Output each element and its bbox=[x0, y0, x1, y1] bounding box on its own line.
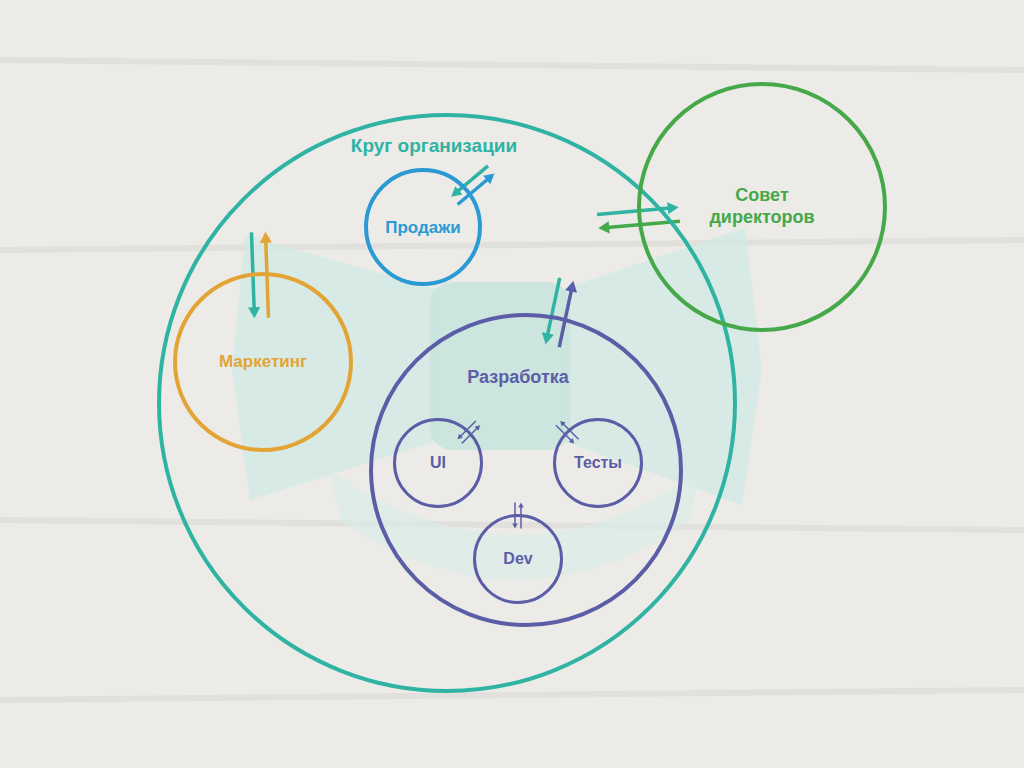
circle-label: Круг организации bbox=[351, 135, 517, 158]
arrow-shaft bbox=[514, 503, 516, 525]
circle-border bbox=[555, 420, 642, 507]
arrow-head bbox=[667, 202, 678, 214]
circle-label: Совет директоров bbox=[697, 185, 827, 228]
circle-outline bbox=[157, 113, 737, 693]
arrow-head bbox=[475, 425, 480, 430]
arrow-head bbox=[483, 174, 494, 185]
arrow-shaft bbox=[547, 278, 559, 336]
arrow-shaft bbox=[266, 241, 269, 318]
circle-outline bbox=[369, 313, 683, 627]
circle-label: Тесты bbox=[574, 453, 622, 472]
circle-node: РазработкаUI ТестыDev bbox=[369, 313, 683, 627]
circle-node: Продажи bbox=[364, 168, 482, 286]
circle-border bbox=[395, 420, 482, 507]
circle-node: Маркетинг bbox=[173, 272, 353, 452]
circle-border bbox=[175, 274, 351, 450]
arrow-head bbox=[512, 524, 518, 529]
arrow-head bbox=[518, 503, 524, 508]
circle-label: Разработка bbox=[467, 367, 568, 389]
arrow-head bbox=[542, 332, 554, 344]
circle-border bbox=[639, 84, 885, 330]
arrow-head bbox=[598, 221, 609, 233]
circle-border bbox=[475, 516, 562, 603]
arrow-head bbox=[560, 421, 565, 426]
circle-label: Маркетинг bbox=[219, 352, 307, 372]
arrow-head bbox=[248, 307, 260, 318]
circle-node: UI bbox=[393, 418, 483, 508]
circle-border bbox=[371, 315, 681, 625]
arrow-head bbox=[451, 186, 462, 197]
circle-label: UI bbox=[430, 453, 446, 472]
circle-node: Тесты bbox=[553, 418, 643, 508]
arrow-shaft bbox=[520, 507, 522, 529]
circle-label: Продажи bbox=[385, 218, 461, 238]
arrow-head bbox=[457, 434, 462, 439]
double-arrow-connector bbox=[542, 278, 577, 347]
arrow-head bbox=[569, 438, 574, 443]
wood-grain bbox=[0, 60, 1024, 700]
circle-border bbox=[366, 170, 480, 284]
circle-node: Dev bbox=[473, 514, 563, 604]
arrow-shaft bbox=[251, 232, 254, 309]
circle-node: Совет директоров bbox=[637, 82, 887, 332]
circle-label: Dev bbox=[503, 549, 532, 568]
arrow-head bbox=[260, 232, 272, 243]
arrow-head bbox=[565, 281, 577, 293]
circle-node: Круг организацииПродажиМаркетингРазработ… bbox=[157, 113, 737, 693]
circle-border bbox=[159, 115, 735, 691]
bow-tie bbox=[232, 228, 762, 580]
